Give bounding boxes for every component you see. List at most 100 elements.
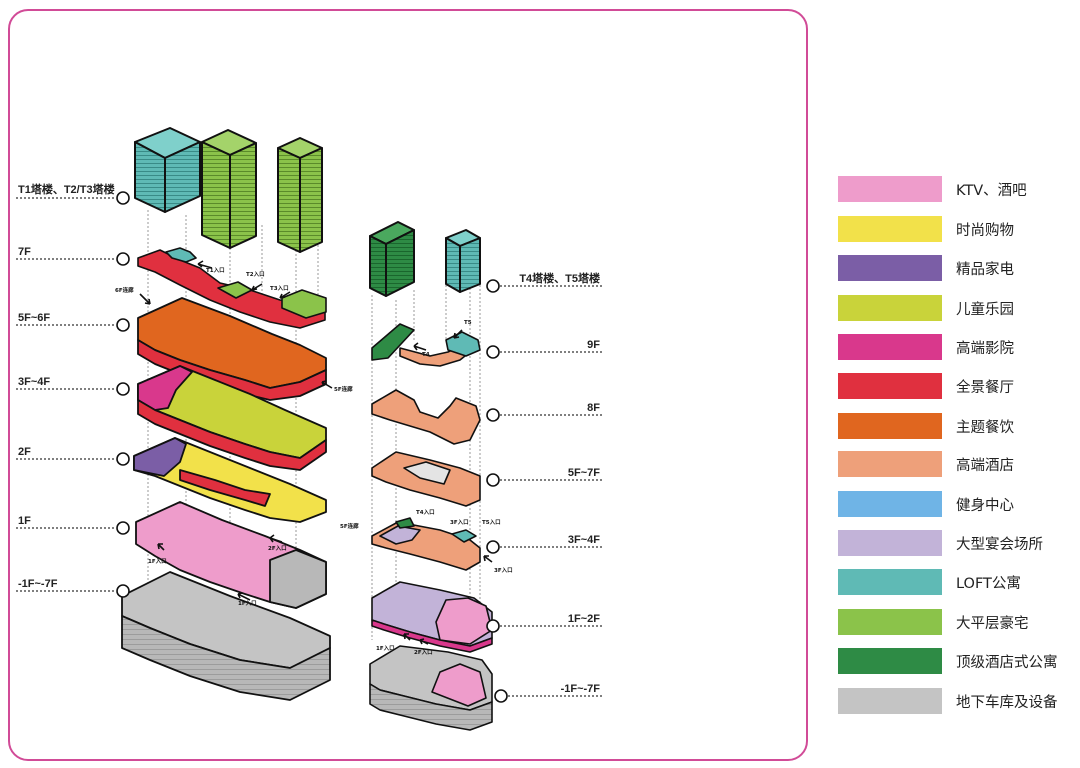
floor-label-7f: 7F	[18, 246, 31, 258]
floor-9f-right	[371, 323, 481, 367]
legend-label: 大型宴会场所	[956, 537, 1043, 553]
diagram-frame	[8, 9, 808, 761]
legend-item: 儿童乐园	[838, 295, 1078, 321]
legend-label: 主题餐饮	[956, 420, 1014, 436]
floor-label-basement-right: -1F~-7F	[561, 683, 601, 695]
floor-label-towers-right: T4塔楼、T5塔楼	[519, 271, 600, 285]
floor-label-1f: 1F	[18, 515, 31, 527]
floor-5-7f-right	[371, 451, 481, 507]
label-t5: T5	[464, 320, 472, 326]
label-6f-corridor: 6F连廊	[115, 286, 134, 294]
floor-basement-right	[369, 645, 493, 731]
label-t5-entry: T5入口	[482, 519, 501, 526]
tower-t4	[369, 221, 415, 297]
legend-swatch	[838, 609, 942, 635]
legend-label: 大平层豪宅	[956, 616, 1029, 632]
legend-item: 主题餐饮	[838, 413, 1078, 439]
label-1f-entry-right: 1F入口	[376, 645, 395, 652]
legend-label: 精品家电	[956, 262, 1014, 278]
label-t1-entry: T1入口	[206, 267, 225, 274]
label-3f-entry-right: 3F入口	[494, 567, 513, 574]
legend-item: 大平层豪宅	[838, 609, 1078, 635]
left-floor-labels: T1塔楼、T2/T3塔楼 7F 5F~6F 3F~4F 2F 1F -1F~-7…	[18, 182, 115, 590]
legend-swatch	[838, 176, 942, 202]
left-entrance-labels: T1入口 T2入口 T3入口 6F连廊 5F连廊 2F入口 1F入口 1F入口	[115, 267, 353, 607]
label-5f-corridor: 5F连廊	[334, 385, 353, 393]
label-t4: T4	[422, 352, 430, 358]
label-3f-entry-top: 3F入口	[450, 519, 469, 526]
right-floor-labels: T4塔楼、T5塔楼 9F 8F 5F~7F 3F~4F 1F~2F -1F~-7…	[519, 271, 600, 695]
floor-7f-left	[137, 247, 327, 329]
legend-label: 地下车库及设备	[956, 695, 1058, 711]
legend-item: LOFT公寓	[838, 569, 1078, 595]
floor-label-8f: 8F	[587, 402, 600, 414]
floor-label-2f: 2F	[18, 446, 31, 458]
legend-item: 大型宴会场所	[838, 530, 1078, 556]
floor-label-3-4f: 3F~4F	[18, 376, 50, 388]
floor-label-9f: 9F	[587, 339, 600, 351]
legend-swatch	[838, 451, 942, 477]
legend-swatch	[838, 216, 942, 242]
legend-swatch	[838, 334, 942, 360]
label-t3-entry: T3入口	[270, 285, 289, 292]
legend-label: 健身中心	[956, 498, 1014, 514]
right-entrance-arrows	[403, 329, 493, 645]
right-entrance-labels: T4 T5 T4入口 3F入口 T5入口 5F连廊 3F入口 1F入口 2F入口	[340, 320, 513, 656]
tower-t2	[201, 129, 257, 249]
legend-swatch	[838, 688, 942, 714]
floor-3-4f-right	[371, 517, 481, 571]
legend-swatch	[838, 295, 942, 321]
legend-item: 高端影院	[838, 334, 1078, 360]
legend-item: 顶级酒店式公寓	[838, 648, 1078, 674]
label-1f-entry-left-a: 1F入口	[148, 558, 167, 565]
legend-item: 时尚购物	[838, 216, 1078, 242]
legend-swatch	[838, 413, 942, 439]
floor-1-2f-right	[371, 581, 493, 653]
legend-item: 全景餐厅	[838, 373, 1078, 399]
legend-swatch	[838, 491, 942, 517]
legend-label: 顶级酒店式公寓	[956, 655, 1058, 671]
label-2f-entry-left: 2F入口	[268, 545, 287, 552]
left-label-connectors	[16, 197, 116, 592]
legend-label: 儿童乐园	[956, 302, 1014, 318]
floor-2f-left	[133, 437, 327, 523]
label-3f-corridor: 5F连廊	[340, 522, 359, 530]
floor-1f-left	[135, 501, 327, 609]
legend-swatch	[838, 255, 942, 281]
floor-label-basement-left: -1F~-7F	[18, 578, 58, 590]
floor-8f-right	[371, 389, 481, 445]
legend-label: 高端影院	[956, 341, 1014, 357]
legend-label: KTV、酒吧	[956, 183, 1027, 199]
legend-swatch	[838, 648, 942, 674]
floor-label-3-4f-right: 3F~4F	[568, 534, 600, 546]
tower-t5	[445, 229, 481, 293]
legend-swatch	[838, 530, 942, 556]
floor-label-towers-left: T1塔楼、T2/T3塔楼	[18, 182, 115, 196]
right-label-nodes	[486, 279, 508, 703]
label-2f-entry-right: 2F入口	[414, 649, 433, 656]
floor-3-4f-left	[137, 365, 327, 471]
floor-label-5-7f: 5F~7F	[568, 467, 600, 479]
floor-label-5-6f: 5F~6F	[18, 312, 50, 324]
legend-swatch	[838, 569, 942, 595]
tower-t1	[134, 127, 201, 213]
legend-item: 精品家电	[838, 255, 1078, 281]
legend-swatch	[838, 373, 942, 399]
legend-label: 时尚购物	[956, 223, 1014, 239]
legend-item: 地下车库及设备	[838, 688, 1078, 714]
legend-label: 全景餐厅	[956, 380, 1014, 396]
legend-item: KTV、酒吧	[838, 176, 1078, 202]
legend-item: 高端酒店	[838, 451, 1078, 477]
floor-basement-left	[121, 571, 331, 701]
floor-label-1-2f: 1F~2F	[568, 613, 600, 625]
label-t2-entry: T2入口	[246, 271, 265, 278]
label-1f-entry-left-b: 1F入口	[238, 600, 257, 607]
legend-item: 健身中心	[838, 491, 1078, 517]
legend-label: LOFT公寓	[956, 576, 1021, 592]
label-t4-entry: T4入口	[416, 509, 435, 516]
left-entrance-arrows	[139, 260, 333, 601]
left-label-nodes	[116, 191, 130, 598]
tower-t3	[277, 137, 323, 253]
right-label-connectors	[500, 285, 602, 697]
